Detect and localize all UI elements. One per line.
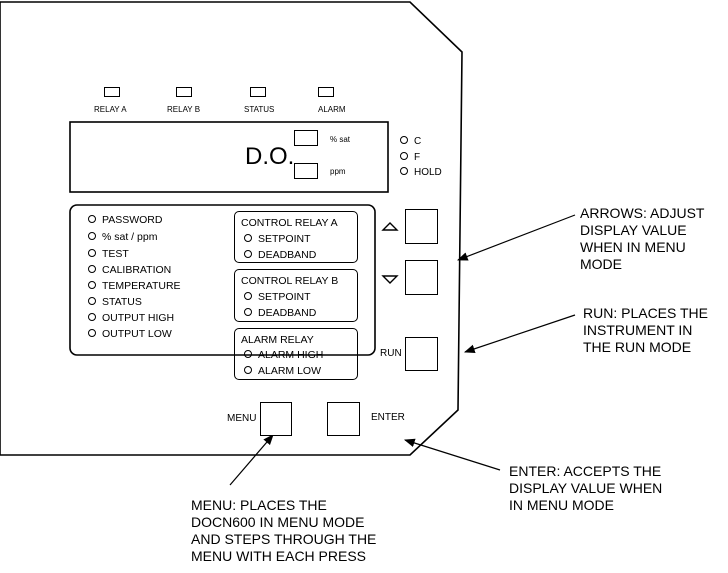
led-icon — [244, 234, 252, 243]
indicator-f-icon — [400, 152, 408, 161]
down-button[interactable] — [405, 260, 438, 295]
alarm-relay-title: ALARM RELAY — [241, 334, 314, 346]
relay-a-setpoint: SETPOINT — [244, 234, 311, 245]
led-icon — [88, 281, 96, 290]
alarm-low: ALARM LOW — [244, 366, 321, 377]
menu-item-output-low: OUTPUT LOW — [88, 329, 172, 340]
led-icon — [88, 232, 96, 241]
unit-ppm-label: ppm — [330, 167, 346, 176]
menu-item-calibration: CALIBRATION — [88, 265, 171, 276]
run-button[interactable] — [405, 337, 438, 371]
menu-pointer — [229, 434, 274, 486]
arrows-pointer — [456, 214, 576, 261]
indicator-hold-icon — [400, 167, 408, 176]
indicator-hold-label: HOLD — [414, 167, 442, 178]
alarm-led — [318, 87, 334, 97]
run-label: RUN — [380, 348, 402, 359]
menu-item-temperature: TEMPERATURE — [88, 281, 181, 292]
led-icon — [88, 249, 96, 258]
led-icon — [244, 250, 252, 259]
relay-b-led — [176, 87, 192, 97]
indicator-c: C — [400, 136, 422, 147]
menu-item-output-high: OUTPUT HIGH — [88, 313, 174, 324]
alarm-high: ALARM HIGH — [244, 350, 323, 361]
menu-item-sat-ppm: % sat / ppm — [88, 232, 157, 243]
keypad-panel — [69, 204, 376, 356]
indicator-f: F — [400, 152, 421, 163]
instrument-outline — [0, 1, 463, 456]
down-arrow-icon — [381, 275, 399, 284]
led-icon — [244, 292, 252, 301]
enter-label: ENTER — [371, 412, 405, 423]
unit-sat-label: % sat — [330, 135, 351, 144]
unit-sat-indicator — [294, 130, 318, 146]
status-led — [250, 87, 266, 97]
led-icon — [88, 297, 96, 306]
led-icon — [88, 265, 96, 274]
relay-b-deadband: DEADBAND — [244, 308, 316, 319]
indicator-hold: HOLD — [400, 167, 442, 178]
led-icon — [244, 350, 252, 359]
led-icon — [244, 308, 252, 317]
arrows-callout: ARROWS: ADJUST DISPLAY VALUE WHEN IN MEN… — [580, 205, 705, 272]
indicator-f-label: F — [414, 152, 421, 163]
control-relay-b-group — [234, 269, 358, 322]
relay-b-setpoint: SETPOINT — [244, 292, 311, 303]
led-icon — [88, 313, 96, 322]
alarm-relay-group — [234, 328, 358, 380]
indicator-c-label: C — [414, 136, 422, 147]
enter-callout: ENTER: ACCEPTS THE DISPLAY VALUE WHEN IN… — [509, 463, 663, 513]
menu-label: MENU — [227, 413, 257, 424]
led-icon — [244, 366, 252, 375]
run-pointer — [463, 314, 576, 353]
unit-ppm-indicator — [294, 163, 318, 179]
menu-item-status: STATUS — [88, 297, 142, 308]
relay-b-label: RELAY B — [167, 105, 201, 114]
control-relay-b-title: CONTROL RELAY B — [241, 275, 339, 287]
enter-button[interactable] — [327, 402, 360, 436]
run-callout: RUN: PLACES THE INSTRUMENT IN THE RUN MO… — [583, 305, 708, 355]
display-window — [69, 121, 389, 193]
menu-button[interactable] — [260, 402, 292, 436]
up-arrow-icon — [381, 222, 399, 231]
display-reading: D.O. — [245, 143, 295, 170]
menu-item-test: TEST — [88, 249, 129, 260]
alarm-label: ALARM — [318, 105, 346, 114]
up-button[interactable] — [405, 209, 438, 244]
relay-a-deadband: DEADBAND — [244, 250, 316, 261]
led-icon — [88, 215, 96, 224]
menu-item-password: PASSWORD — [88, 215, 162, 226]
enter-pointer — [403, 438, 501, 471]
indicator-c-icon — [400, 136, 408, 145]
led-icon — [88, 329, 96, 338]
relay-a-led — [104, 87, 120, 97]
status-label: STATUS — [244, 105, 275, 114]
control-relay-a-group — [234, 211, 358, 263]
relay-a-label: RELAY A — [94, 105, 127, 114]
menu-callout: MENU: PLACES THE DOCN600 IN MENU MODE AN… — [191, 497, 377, 564]
control-relay-a-title: CONTROL RELAY A — [241, 217, 338, 229]
